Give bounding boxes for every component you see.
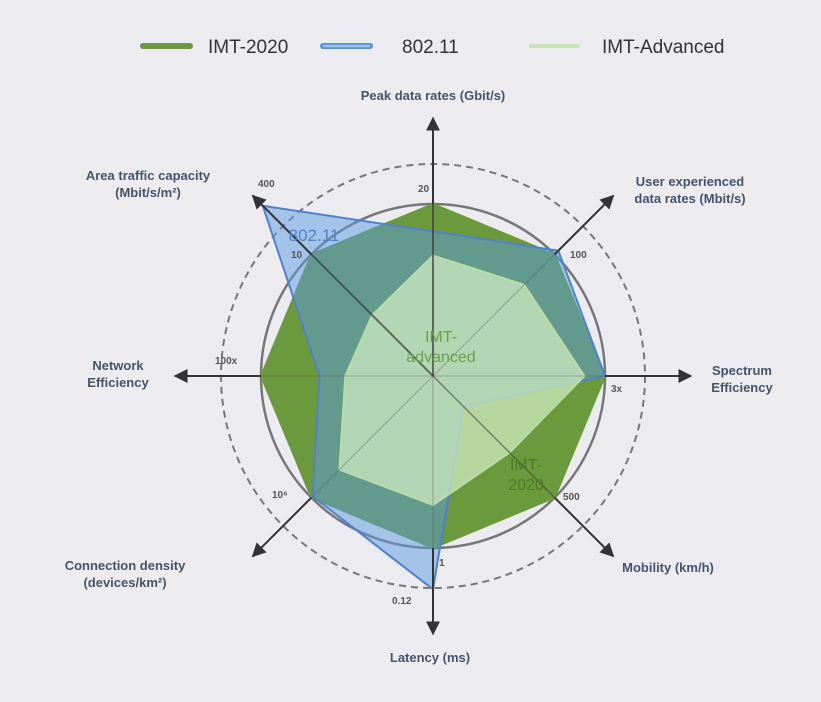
axis-label-5: Connection density(devices/km²) — [65, 558, 186, 590]
legend-label-0: IMT-2020 — [208, 37, 288, 58]
axis-line-inner-1 — [432, 254, 555, 377]
axis-arrow-1 — [553, 194, 615, 256]
series-annotation-2: IMT-advanced — [406, 329, 475, 366]
series-annotation-0: IMT-2020 — [508, 457, 544, 494]
axis-label-7: Area traffic capacity(Mbit/s/m²) — [86, 168, 211, 200]
axis-line-inner-5 — [311, 375, 434, 498]
legend-label-1: 802.11 — [402, 37, 459, 58]
axis-line-mobility — [432, 375, 556, 499]
tick-label-5-0: 10⁶ — [272, 490, 288, 501]
tick-label-0-0: 20 — [418, 184, 430, 195]
axis-arrow-3 — [553, 496, 615, 558]
tick-label-2-0: 3x — [611, 384, 623, 395]
legend-label-2: IMT-Advanced — [602, 37, 725, 58]
axis-arrow-7 — [251, 194, 313, 256]
axis-arrow-5 — [251, 496, 313, 558]
axis-label-3: Mobility (km/h) — [622, 560, 714, 575]
tick-label-4-0: 1 — [439, 558, 445, 569]
axis-line-inner-3 — [432, 375, 555, 498]
tick-label-1-0: 100 — [570, 250, 587, 261]
series-annotation-1: 802.11 — [289, 226, 340, 245]
tick-label-4-1: 0.12 — [392, 596, 412, 607]
tick-label-3-0: 500 — [563, 492, 580, 503]
axis-label-4: Latency (ms) — [390, 650, 470, 665]
tick-label-7-0: 10 — [291, 250, 303, 261]
axis-label-0: Peak data rates (Gbit/s) — [361, 88, 506, 103]
tick-label-6-0: 100x — [215, 356, 238, 367]
axis-line-area — [310, 253, 434, 377]
tick-label-7-1: 400 — [258, 179, 275, 190]
